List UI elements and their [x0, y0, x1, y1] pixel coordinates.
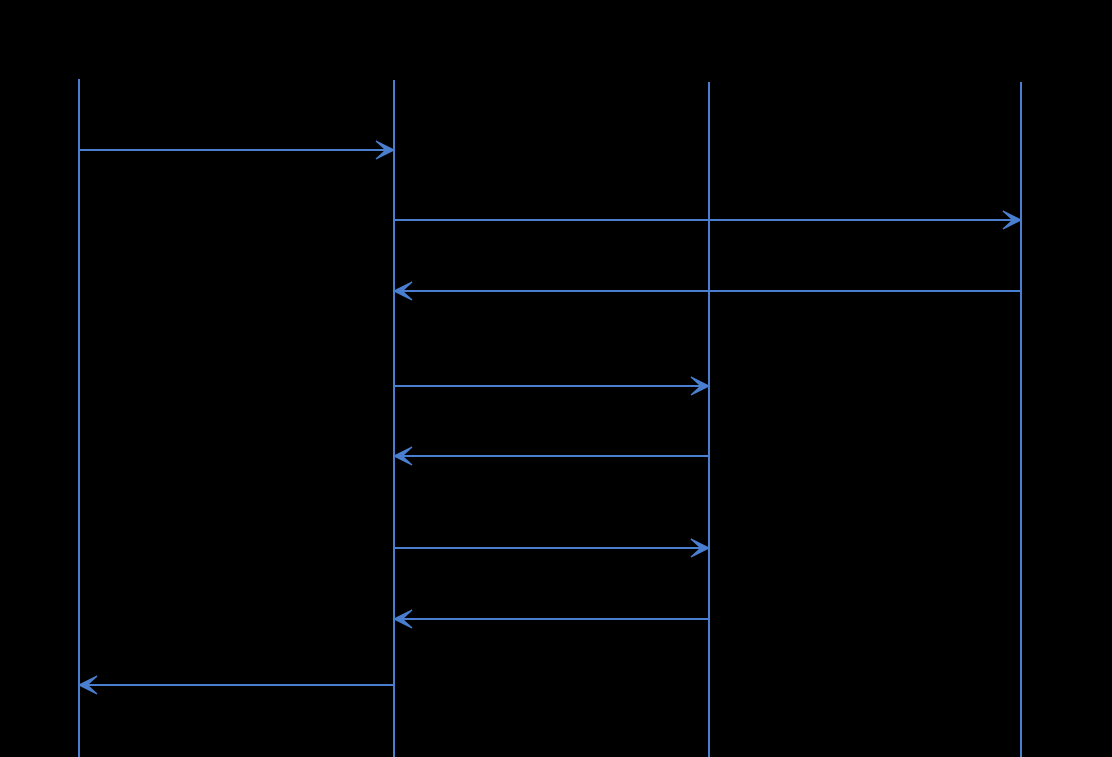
- message-7: [392, 609, 709, 629]
- message-4: [394, 376, 711, 396]
- arrowhead-icon: [690, 376, 711, 396]
- arrowhead-icon: [690, 538, 711, 558]
- message-1: [79, 140, 396, 160]
- arrowhead-icon: [392, 609, 413, 629]
- arrowhead-icon: [392, 281, 413, 301]
- messages-group: [77, 140, 1023, 695]
- message-6: [394, 538, 711, 558]
- arrowhead-icon: [392, 446, 413, 466]
- message-8: [77, 675, 394, 695]
- arrowhead-icon: [375, 140, 396, 160]
- message-3: [392, 281, 1021, 301]
- lifelines-group: [78, 79, 1022, 757]
- message-2: [394, 210, 1023, 230]
- arrowhead-icon: [1002, 210, 1023, 230]
- message-5: [392, 446, 709, 466]
- arrowhead-icon: [77, 675, 98, 695]
